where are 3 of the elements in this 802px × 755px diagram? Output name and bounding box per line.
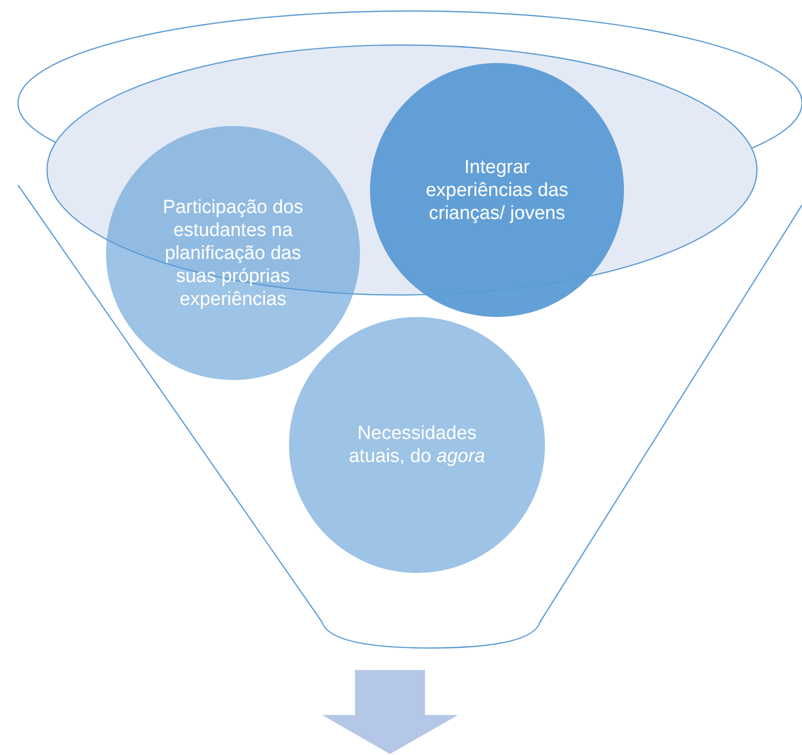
circle-label: Participação dos estudantes na planificação das suas próprias experiências (162, 196, 304, 310)
circle-label: Integrar experiências das crianças/ jovens (424, 156, 570, 224)
circle-label: Necessidades atuais, do agora (348, 422, 486, 468)
